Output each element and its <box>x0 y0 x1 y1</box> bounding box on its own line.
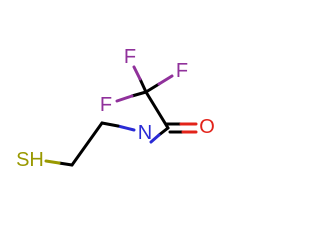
atom-f-left: F <box>100 94 112 116</box>
bond-c-f-right-carbon-half <box>144 82 161 94</box>
bond-c-f-top-fluorine-half <box>132 65 142 81</box>
bond-n-c-nitrogen-half <box>116 124 136 132</box>
atom-nitrogen: N <box>138 122 152 144</box>
bond-c-c-carbonyl <box>144 90 170 130</box>
bond-c-f-left-carbon-half <box>130 90 148 98</box>
atom-thiol: SH <box>16 149 44 171</box>
bond-c-f-top-carbon-half <box>138 77 148 94</box>
bond-c-s-sulfur-half <box>44 159 61 165</box>
bond-n-c-carbon-half <box>100 121 120 128</box>
bond-c-n-carbon-half <box>157 126 170 137</box>
bond-c-f-left-fluorine-half <box>115 94 134 103</box>
bond-c-n-nitrogen-half <box>149 133 161 144</box>
atom-f-top: F <box>124 46 136 68</box>
bond-c-c-ethyl <box>70 121 104 167</box>
bond-c-s-carbon-half <box>57 161 74 167</box>
bonds <box>44 65 198 167</box>
atom-f-right: F <box>176 60 188 82</box>
bond-c-f-right-fluorine-half <box>157 74 174 86</box>
molecule-diagram: F F F O N SH <box>16 46 215 171</box>
atom-labels: F F F O N SH <box>16 46 215 171</box>
atom-oxygen: O <box>199 116 215 138</box>
